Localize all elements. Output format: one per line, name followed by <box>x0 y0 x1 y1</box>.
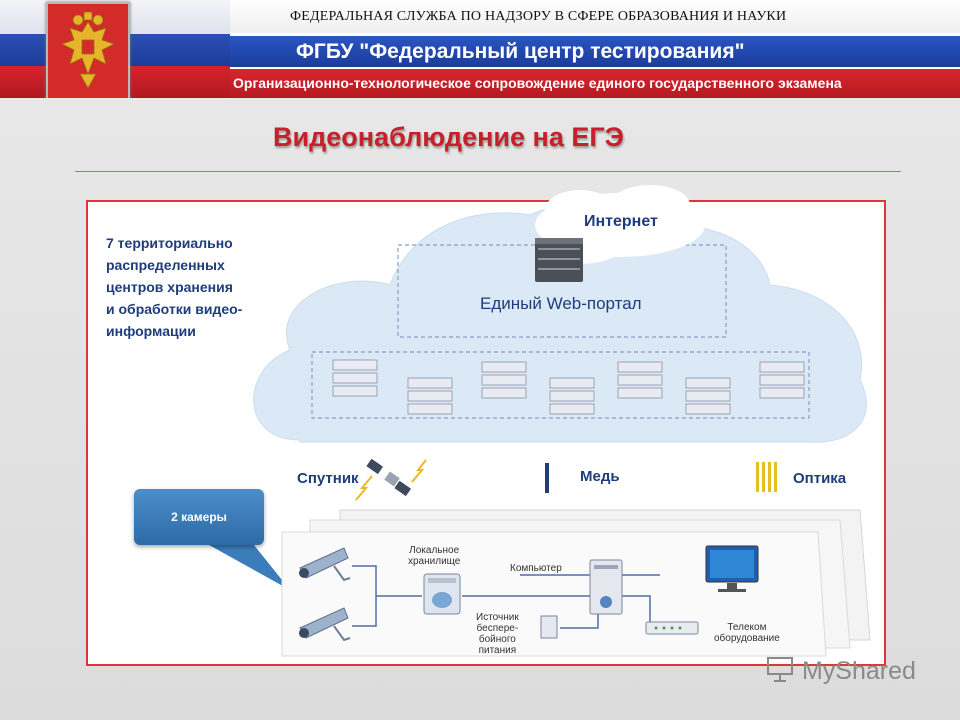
computer-label: Компьютер <box>510 563 562 574</box>
ups-label-line1: Источник <box>476 612 519 623</box>
coat-of-arms-icon <box>46 2 130 98</box>
desc-line-4: и обработки видео- <box>106 301 243 317</box>
optic-label: Оптика <box>793 470 847 487</box>
local-storage-label-line1: Локальное <box>409 545 460 556</box>
telecom-label: Телеком оборудование <box>714 622 780 644</box>
desc-line-2: распределенных <box>106 257 225 273</box>
watermark-text: MyShared <box>801 657 916 686</box>
slide-title: Видеонаблюдение на ЕГЭ <box>273 122 624 152</box>
agency-name: ФЕДЕРАЛЬНАЯ СЛУЖБА ПО НАДЗОРУ В СФЕРЕ ОБ… <box>290 9 787 24</box>
watermark: MyShared <box>765 655 916 690</box>
satellite-label: Спутник <box>297 470 359 487</box>
org-bar <box>230 36 960 67</box>
telecom-label-line1: Телеком <box>727 622 767 633</box>
desc-line-1: 7 территориально <box>106 235 233 251</box>
header-banner: ФЕДЕРАЛЬНАЯ СЛУЖБА ПО НАДЗОРУ В СФЕРЕ ОБ… <box>0 0 960 98</box>
ups-label-line4: питания <box>478 645 517 656</box>
header-subtitle: Организационно-технологическое сопровожд… <box>233 75 842 91</box>
desc-line-3: центров хранения <box>106 279 233 295</box>
internet-label: Интернет <box>584 213 658 230</box>
cameras-callout: 2 камеры <box>134 489 264 545</box>
presentation-icon <box>765 655 795 690</box>
desc-line-5: информации <box>106 323 196 339</box>
org-name: ФГБУ "Федеральный центр тестирования" <box>296 40 745 63</box>
telecom-label-line2: оборудование <box>714 633 780 644</box>
ups-label-line2: беспере- <box>476 623 519 634</box>
local-storage-label: Локальное хранилище <box>408 545 460 567</box>
agency-strip <box>230 0 960 33</box>
title-divider <box>75 171 901 172</box>
portal-label: Единый Web-портал <box>480 294 642 313</box>
ups-label-line3: бойного <box>478 634 516 645</box>
local-storage-label-line2: хранилище <box>408 556 461 567</box>
copper-label: Медь <box>580 468 620 485</box>
centers-description: 7 территориально распределенных центров … <box>106 232 296 342</box>
ups-label: Источник беспере- бойного питания <box>476 612 519 656</box>
subtitle-bar <box>230 69 960 98</box>
